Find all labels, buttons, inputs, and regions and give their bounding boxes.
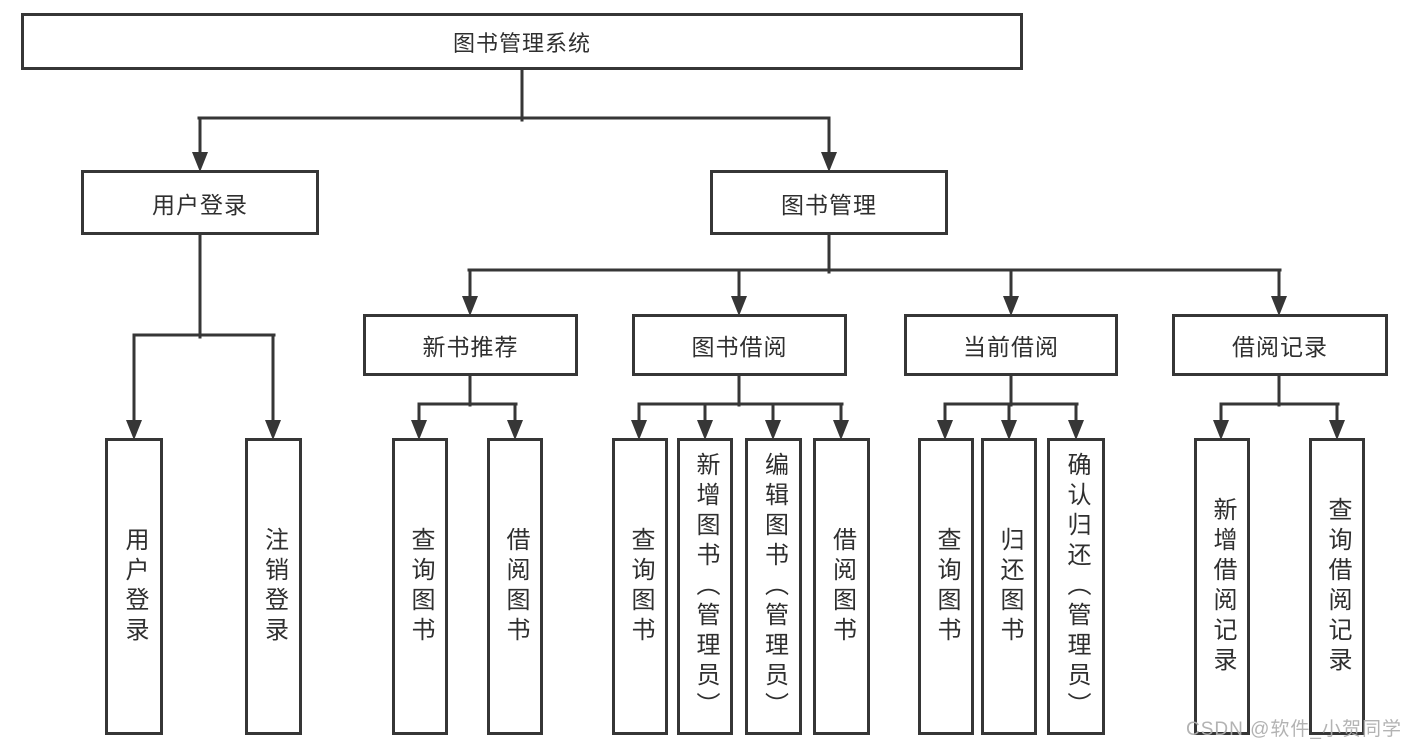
node-book-management: 图书管理 [710, 170, 948, 235]
node-label: 图书管理 [781, 191, 877, 218]
arrowhead-down [462, 296, 478, 316]
arrowhead-down [631, 420, 647, 440]
leaf-edit-books-admin: 编辑图书（管理员） [745, 438, 802, 735]
node-label: 新增图书（管理员） [692, 451, 719, 722]
csdn-watermark: CSDN @软件_小贺同学 [1186, 719, 1402, 740]
node-label: 查询借阅记录 [1324, 496, 1351, 677]
arrowhead-down [126, 420, 142, 440]
arrowhead-down [192, 152, 208, 172]
arrowhead-down [1003, 296, 1019, 316]
arrowhead-down [411, 420, 427, 440]
arrowhead-down [765, 420, 781, 440]
arrowhead-down [731, 296, 747, 316]
node-label: 借阅图书 [828, 526, 856, 647]
leaf-user-login: 用户登录 [105, 438, 163, 735]
node-label: 查询图书 [407, 526, 434, 647]
node-label: 查询图书 [627, 526, 654, 647]
arrowhead-down [507, 420, 523, 440]
node-current-borrow: 当前借阅 [904, 314, 1118, 376]
node-new-book-recommend: 新书推荐 [363, 314, 578, 376]
arrowhead-down [1271, 296, 1287, 316]
node-label: 查询图书 [933, 526, 960, 647]
arrowhead-down [833, 420, 849, 440]
node-book-borrow: 图书借阅 [632, 314, 847, 376]
arrowhead-down [1001, 420, 1017, 440]
node-label: 归还图书 [996, 526, 1023, 647]
node-label: 借阅记录 [1232, 334, 1328, 360]
leaf-add-books-admin: 新增图书（管理员） [677, 438, 733, 735]
leaf-confirm-return-admin: 确认归还（管理员） [1047, 438, 1105, 735]
node-label: 借阅图书 [502, 526, 529, 647]
node-label: 用户登录 [152, 191, 248, 218]
node-label: 新增借阅记录 [1209, 496, 1236, 677]
node-user-login: 用户登录 [81, 170, 319, 235]
arrowhead-down [1068, 420, 1084, 440]
leaf-borrow-books-recommend: 借阅图书 [487, 438, 543, 735]
node-label: 用户登录 [121, 526, 148, 647]
leaf-query-books-borrow: 查询图书 [612, 438, 668, 735]
arrowhead-down [1213, 420, 1229, 440]
node-label: 注销登录 [260, 526, 288, 647]
arrowhead-down [821, 152, 837, 172]
leaf-add-borrow-record: 新增借阅记录 [1194, 438, 1250, 735]
arrowhead-down [1329, 420, 1345, 440]
node-label: 新书推荐 [422, 334, 519, 360]
leaf-logout: 注销登录 [245, 438, 302, 735]
node-borrow-records: 借阅记录 [1172, 314, 1388, 376]
leaf-query-books-recommend: 查询图书 [392, 438, 448, 735]
leaf-query-books-current: 查询图书 [918, 438, 974, 735]
node-label: 图书借阅 [691, 334, 788, 360]
node-label: 确认归还（管理员） [1063, 451, 1090, 722]
arrowhead-down [697, 420, 713, 440]
node-label: 编辑图书（管理员） [760, 451, 788, 722]
leaf-return-books: 归还图书 [981, 438, 1037, 735]
arrowhead-down [937, 420, 953, 440]
node-label: 当前借阅 [963, 334, 1059, 360]
leaf-borrow-books-borrow: 借阅图书 [813, 438, 870, 735]
leaf-query-borrow-record: 查询借阅记录 [1309, 438, 1365, 735]
arrowhead-down [265, 420, 281, 440]
node-library-system: 图书管理系统 [21, 13, 1023, 70]
node-label: 图书管理系统 [452, 30, 591, 56]
